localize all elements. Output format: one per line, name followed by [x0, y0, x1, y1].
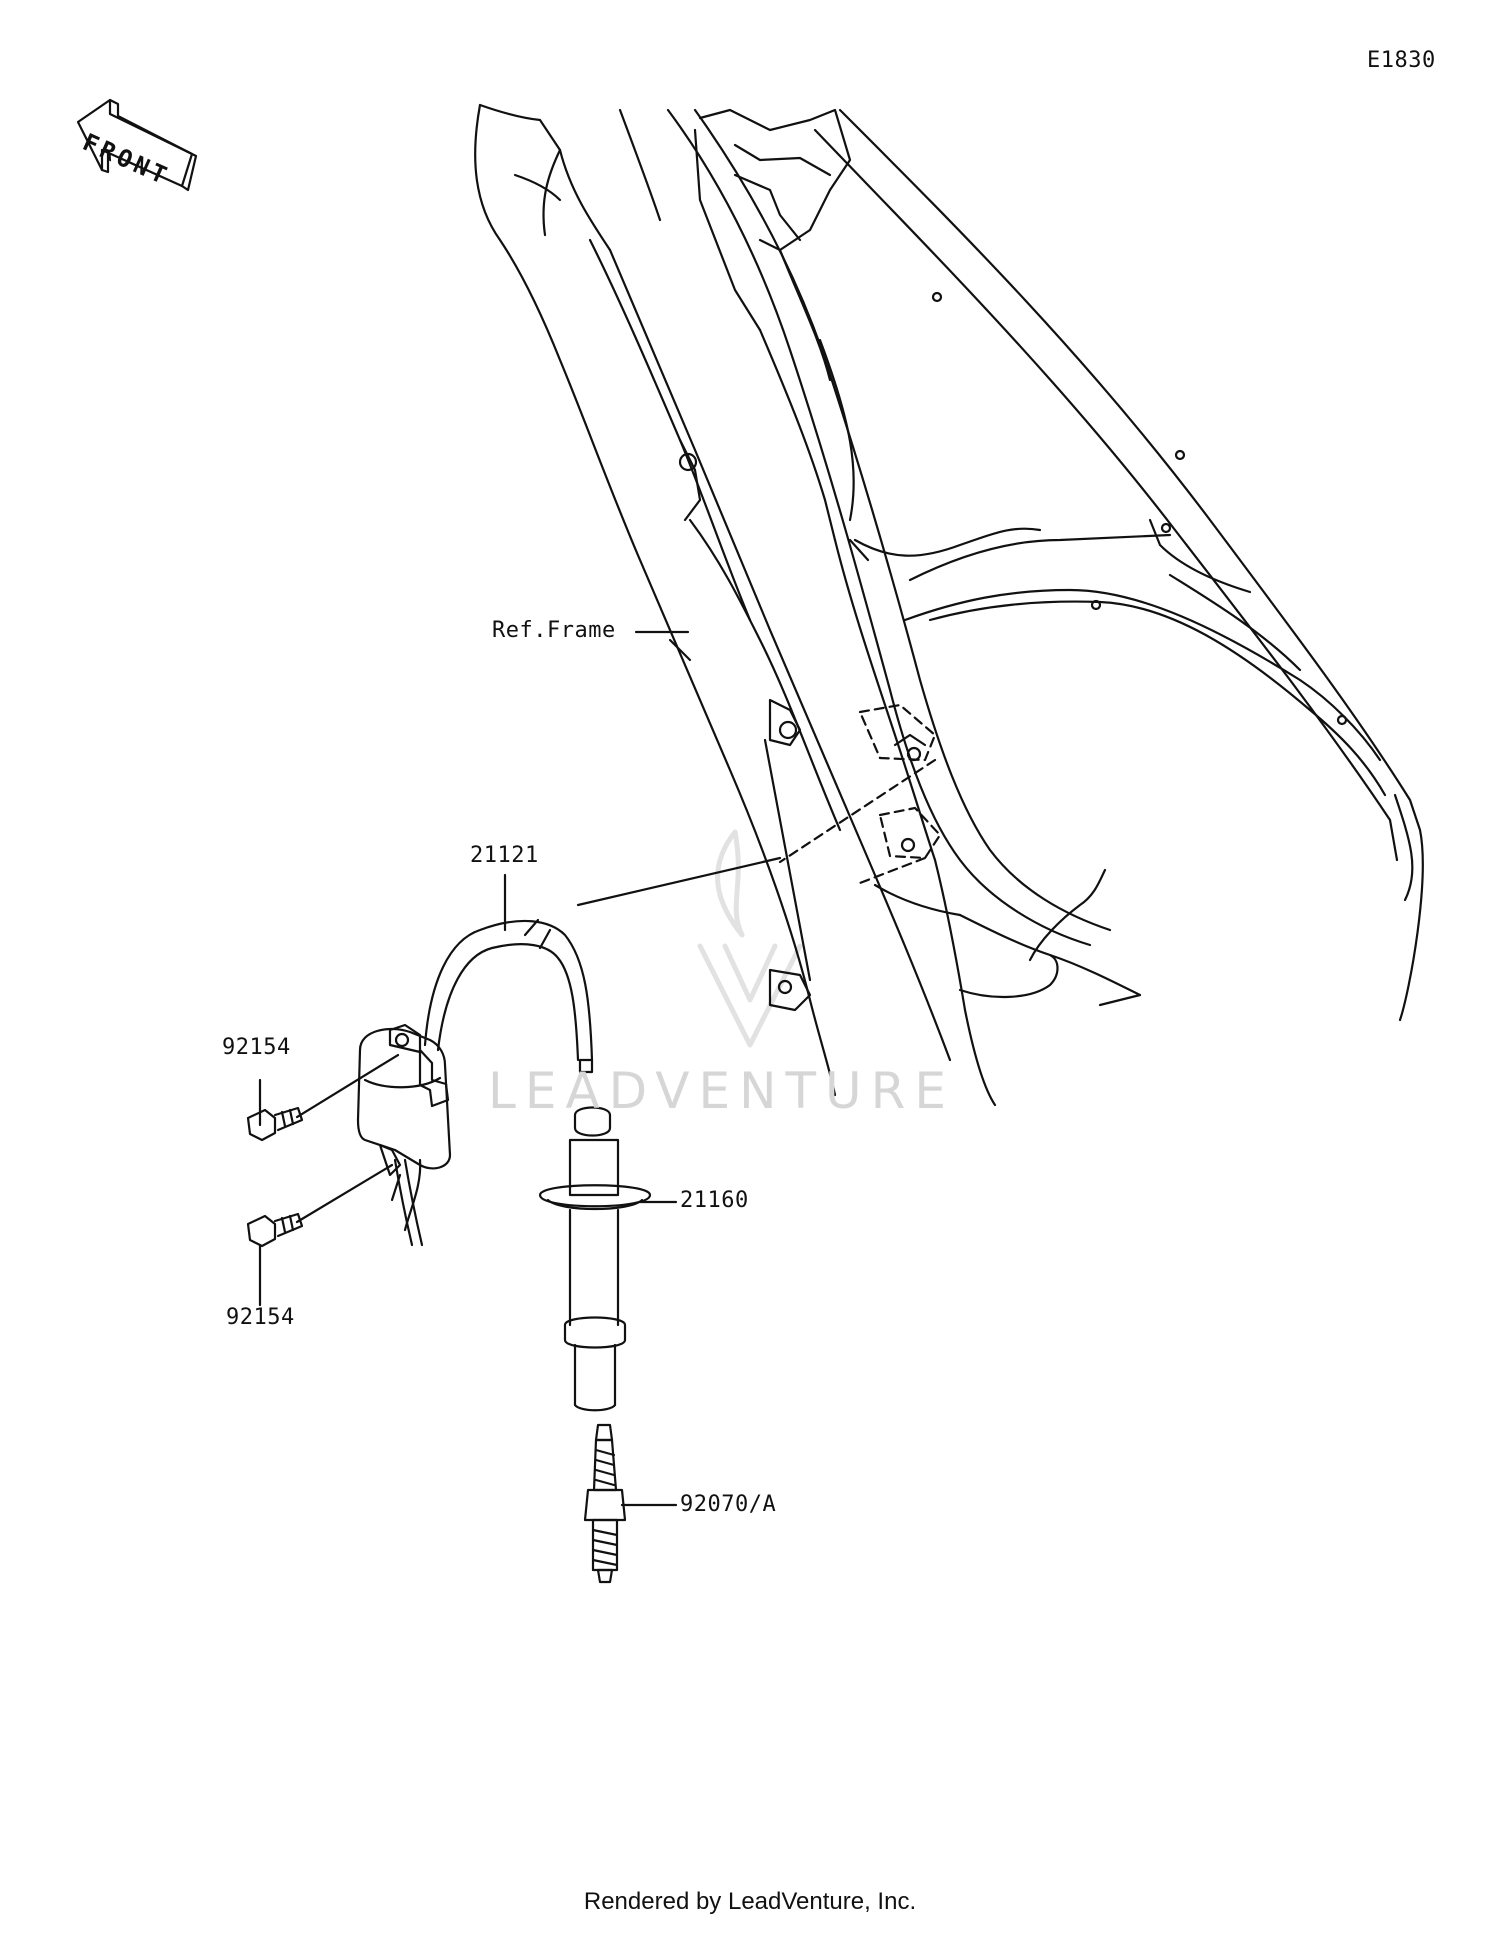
plug-cap-part-number: 21160	[680, 1188, 749, 1213]
bolt-upper	[246, 1106, 304, 1142]
watermark-logo	[697, 829, 803, 1048]
coil-mount-leader	[576, 856, 782, 907]
bolt-upper-part-number: 92154	[222, 1035, 291, 1060]
bolt-lower	[246, 1212, 304, 1248]
ignition-coil-part-number: 21121	[470, 843, 539, 868]
spark-plug-part-number: 92070/A	[680, 1492, 777, 1517]
mounting-position-dashed	[778, 703, 942, 885]
bolt-lower-to-coil	[295, 1163, 394, 1224]
ref-frame-label: Ref.Frame	[492, 618, 616, 643]
ignition-coil	[356, 918, 594, 1247]
frame-fork-outline	[474, 103, 1142, 1107]
watermark-text: LEADVENTURE	[488, 1062, 955, 1120]
fender-rivet-holes	[931, 291, 1348, 726]
diagram-code: E1830	[1367, 48, 1436, 73]
front-fender-outline	[666, 108, 1424, 1022]
bolt-upper-to-coil	[295, 1053, 400, 1119]
front-direction-arrow	[76, 98, 198, 192]
spark-plug-cap	[538, 1106, 652, 1412]
bolt-lower-part-number: 92154	[226, 1305, 295, 1330]
spark-plug	[583, 1423, 627, 1584]
footer-credit: Rendered by LeadVenture, Inc.	[583, 1888, 917, 1915]
